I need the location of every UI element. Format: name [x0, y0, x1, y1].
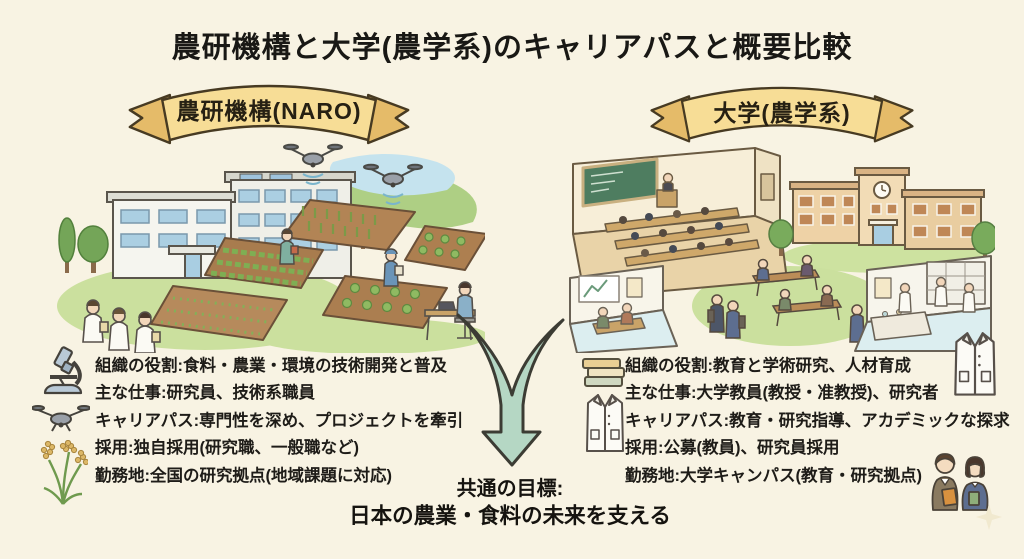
lab-coat-large-icon: [954, 332, 996, 396]
rice-plant-icon: [40, 440, 88, 505]
naro-info-list: 組織の役割:食料・農業・環境の技術開発と普及 主な仕事:研究員、技術系職員 キャ…: [95, 353, 463, 490]
sparkle-icon: [976, 504, 1002, 530]
university-scene-illustration: [569, 147, 995, 353]
microscope-icon: [43, 346, 83, 395]
university-jobs-line: 主な仕事:大学教員(教授・准教授)、研究者: [625, 384, 939, 403]
university-location-line: 勤務地:大学キャンパス(教育・研究拠点): [625, 466, 922, 485]
merge-arrow: [456, 313, 565, 467]
naro-banner: 農研機構(NARO): [126, 84, 412, 148]
naro-role-line: 組織の役割:食料・農業・環境の技術開発と普及: [95, 357, 447, 375]
naro-banner-label: 農研機構(NARO): [176, 98, 362, 124]
university-info-list: 組織の役割:教育と学術研究、人材育成 主な仕事:大学教員(教授・准教授)、研究者…: [625, 353, 1010, 490]
naro-career-line: キャリアパス:専門性を深め、プロジェクトを牽引: [95, 411, 464, 430]
ribbon-shape: [650, 86, 914, 143]
common-goal: 共通の目標: 日本の農業・食料の未来を支える: [250, 476, 770, 530]
field-drone: [283, 143, 343, 185]
page-title: 農研機構と大学(農学系)のキャリアパスと概要比較: [171, 32, 853, 64]
field-drone: [363, 163, 423, 205]
university-banner-label: 大学(農学系): [713, 100, 851, 126]
common-goal-statement: 日本の農業・食料の未来を支える: [349, 504, 671, 528]
ribbon-shape: [128, 84, 410, 145]
field-researcher: [279, 228, 299, 265]
common-goal-heading: 共通の目標:: [456, 478, 564, 500]
campus-building: [768, 167, 995, 262]
university-career-line: キャリアパス:教育・研究指導、アカデミックな探求: [625, 411, 1010, 430]
books-icon: [582, 358, 625, 387]
lab-coat-icon: [586, 394, 624, 452]
naro-scene-illustration: [57, 143, 485, 353]
naro-hiring-line: 採用:独自採用(研究職、一般職など): [95, 439, 359, 458]
university-hiring-line: 採用:公募(教員)、研究員採用: [625, 439, 840, 458]
seminar-room: [569, 265, 678, 353]
professors-icon: [931, 453, 989, 511]
drone-icon: [32, 405, 90, 432]
naro-jobs-line: 主な仕事:研究員、技術系職員: [95, 384, 315, 403]
chalkboard: [581, 157, 659, 208]
university-role-line: 組織の役割:教育と学術研究、人材育成: [625, 357, 911, 375]
naro-location-line: 勤務地:全国の研究拠点(地域課題に対応): [95, 466, 392, 485]
university-banner: 大学(農学系): [648, 86, 916, 146]
researchers-in-lab-coats: [82, 299, 161, 353]
farmer: [383, 248, 404, 287]
